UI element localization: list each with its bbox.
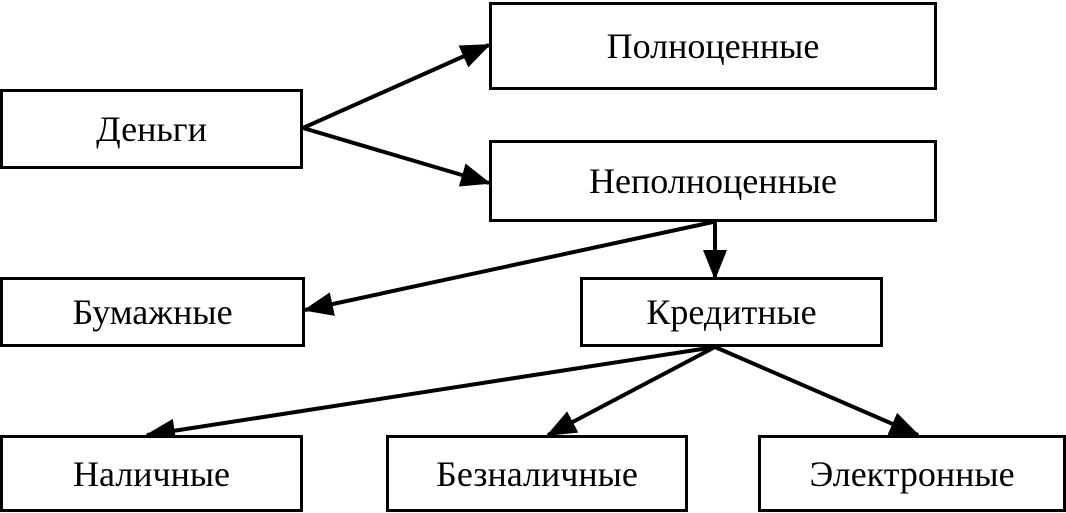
arrow-kreditnye-to-elektronnye: [714, 345, 920, 437]
arrow-kreditnye-to-beznalichnye: [546, 345, 716, 437]
node-beznalichnye: Безналичные: [386, 435, 688, 512]
node-dengi-label: Деньги: [96, 109, 207, 149]
node-elektronnye-label: Электронные: [809, 453, 1015, 494]
arrow-dengi-to-polnocennye: [302, 43, 491, 130]
node-nalichnye: Наличные: [0, 435, 303, 512]
node-kreditnye: Кредитные: [580, 277, 883, 347]
arrow-kreditnye-to-nalichnye: [145, 345, 716, 443]
node-nepolnocennye: Неполноценные: [489, 140, 937, 222]
node-beznalichnye-label: Безналичные: [436, 453, 638, 494]
node-polnocennye-label: Полноценные: [606, 26, 820, 66]
arrow-dengi-to-nepolnocennye: [302, 126, 491, 187]
node-polnocennye: Полноценные: [489, 2, 937, 90]
arrow-nepolnocennye-to-bumazhnye: [303, 220, 714, 316]
node-elektronnye: Электронные: [758, 435, 1066, 512]
node-dengi: Деньги: [0, 89, 303, 169]
node-bumazhnye: Бумажные: [0, 277, 305, 347]
node-bumazhnye-label: Бумажные: [72, 292, 233, 332]
node-nalichnye-label: Наличные: [72, 453, 231, 494]
node-kreditnye-label: Кредитные: [646, 292, 817, 332]
node-nepolnocennye-label: Неполноценные: [589, 161, 837, 201]
